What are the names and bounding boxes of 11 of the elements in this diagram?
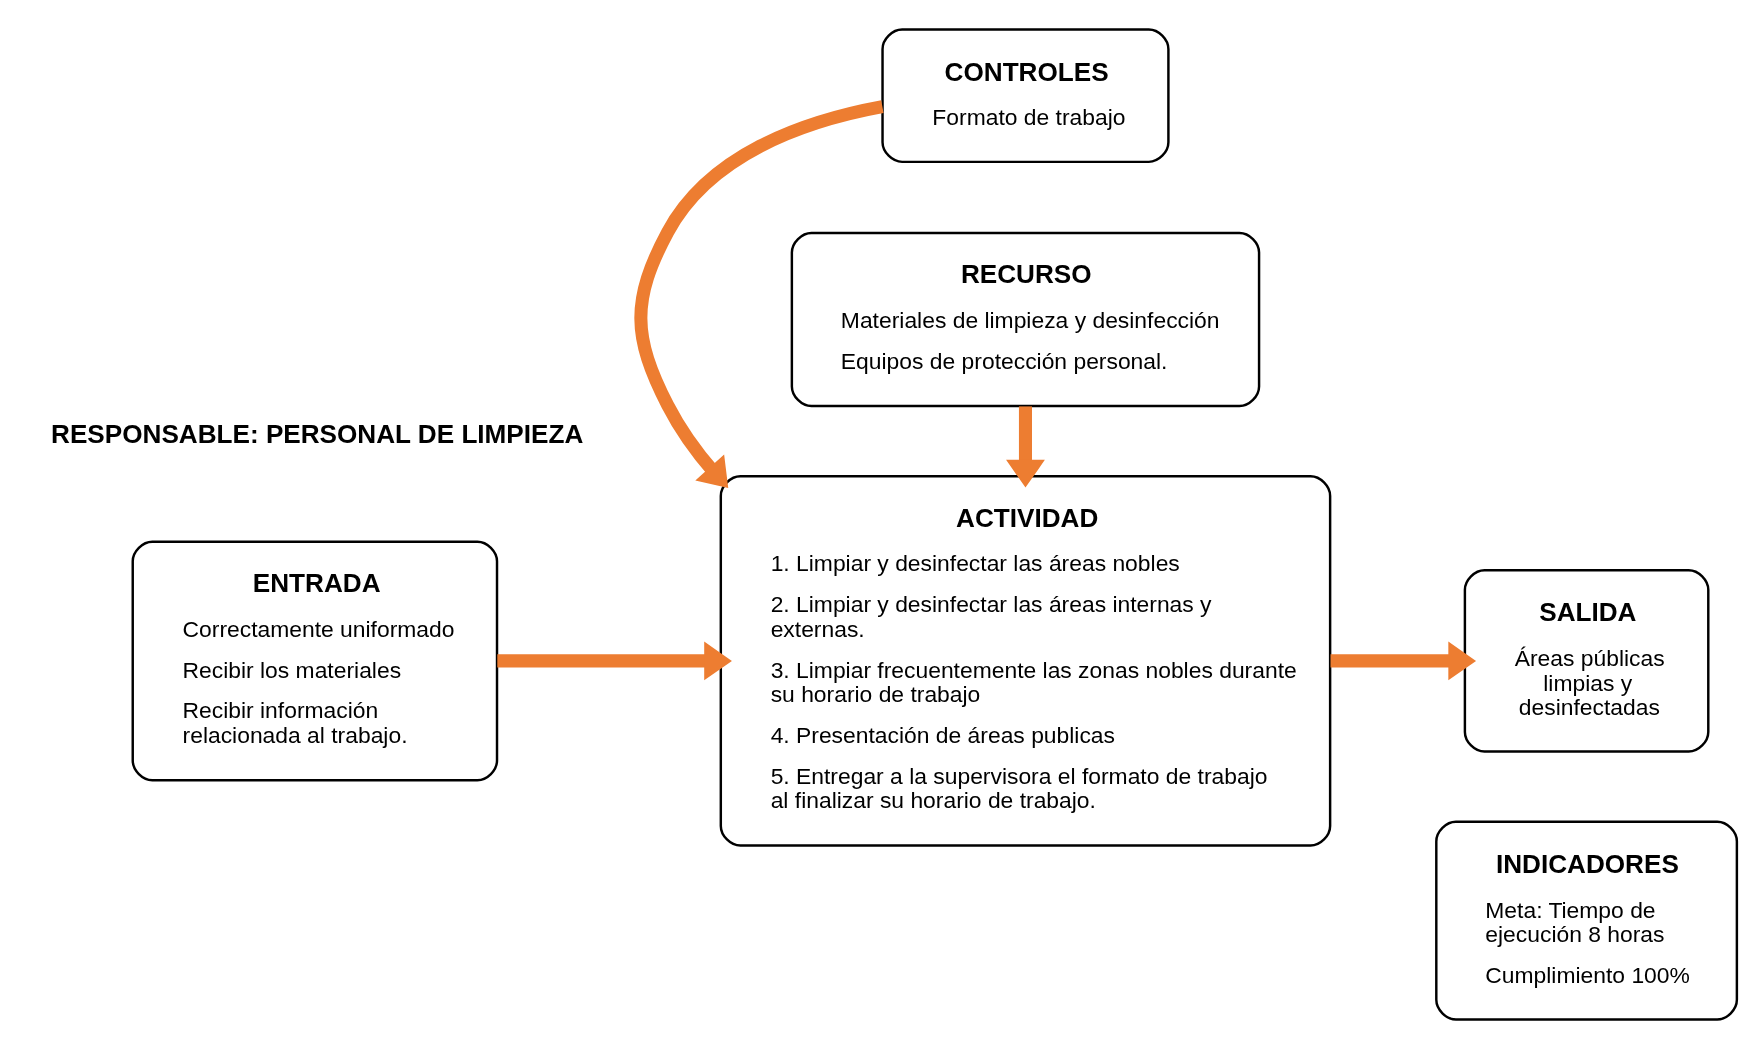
node-box: INDICADORES Meta: Tiempo de ejecución 8 horas Cumplimiento 100% <box>1435 820 1739 1021</box>
node-box: SALIDA Áreas públicas limpias y desinfectadas <box>1463 569 1710 753</box>
arrow <box>1330 641 1477 681</box>
node-box: RECURSO Materiales de limpieza y desinfección Equipos de protección personal. <box>790 231 1261 408</box>
node-box: ENTRADA Correctamente uniformado Recibir los materiales Recibir información relacionada al trabajo. <box>131 540 499 782</box>
node-box: ACTIVIDAD 1. Limpiar y desinfectar las áreas nobles 2. Limpiar y desinfectar las áreas internas y externas. 3. Limpiar frecuentemente las zonas nobles durante su horario de trabajo 4. Presentación de áreas publicas 5. Entregar a la supervisora el formato de trabajo al finalizar su horario de trabajo. <box>719 475 1332 847</box>
label: RESPONSABLE: PERSONAL DE LIMPIEZA <box>51 419 584 450</box>
node-box: CONTROLES Formato de trabajo <box>881 28 1170 164</box>
arrow <box>634 100 884 489</box>
arrow <box>497 641 732 681</box>
arrow <box>1006 406 1045 488</box>
